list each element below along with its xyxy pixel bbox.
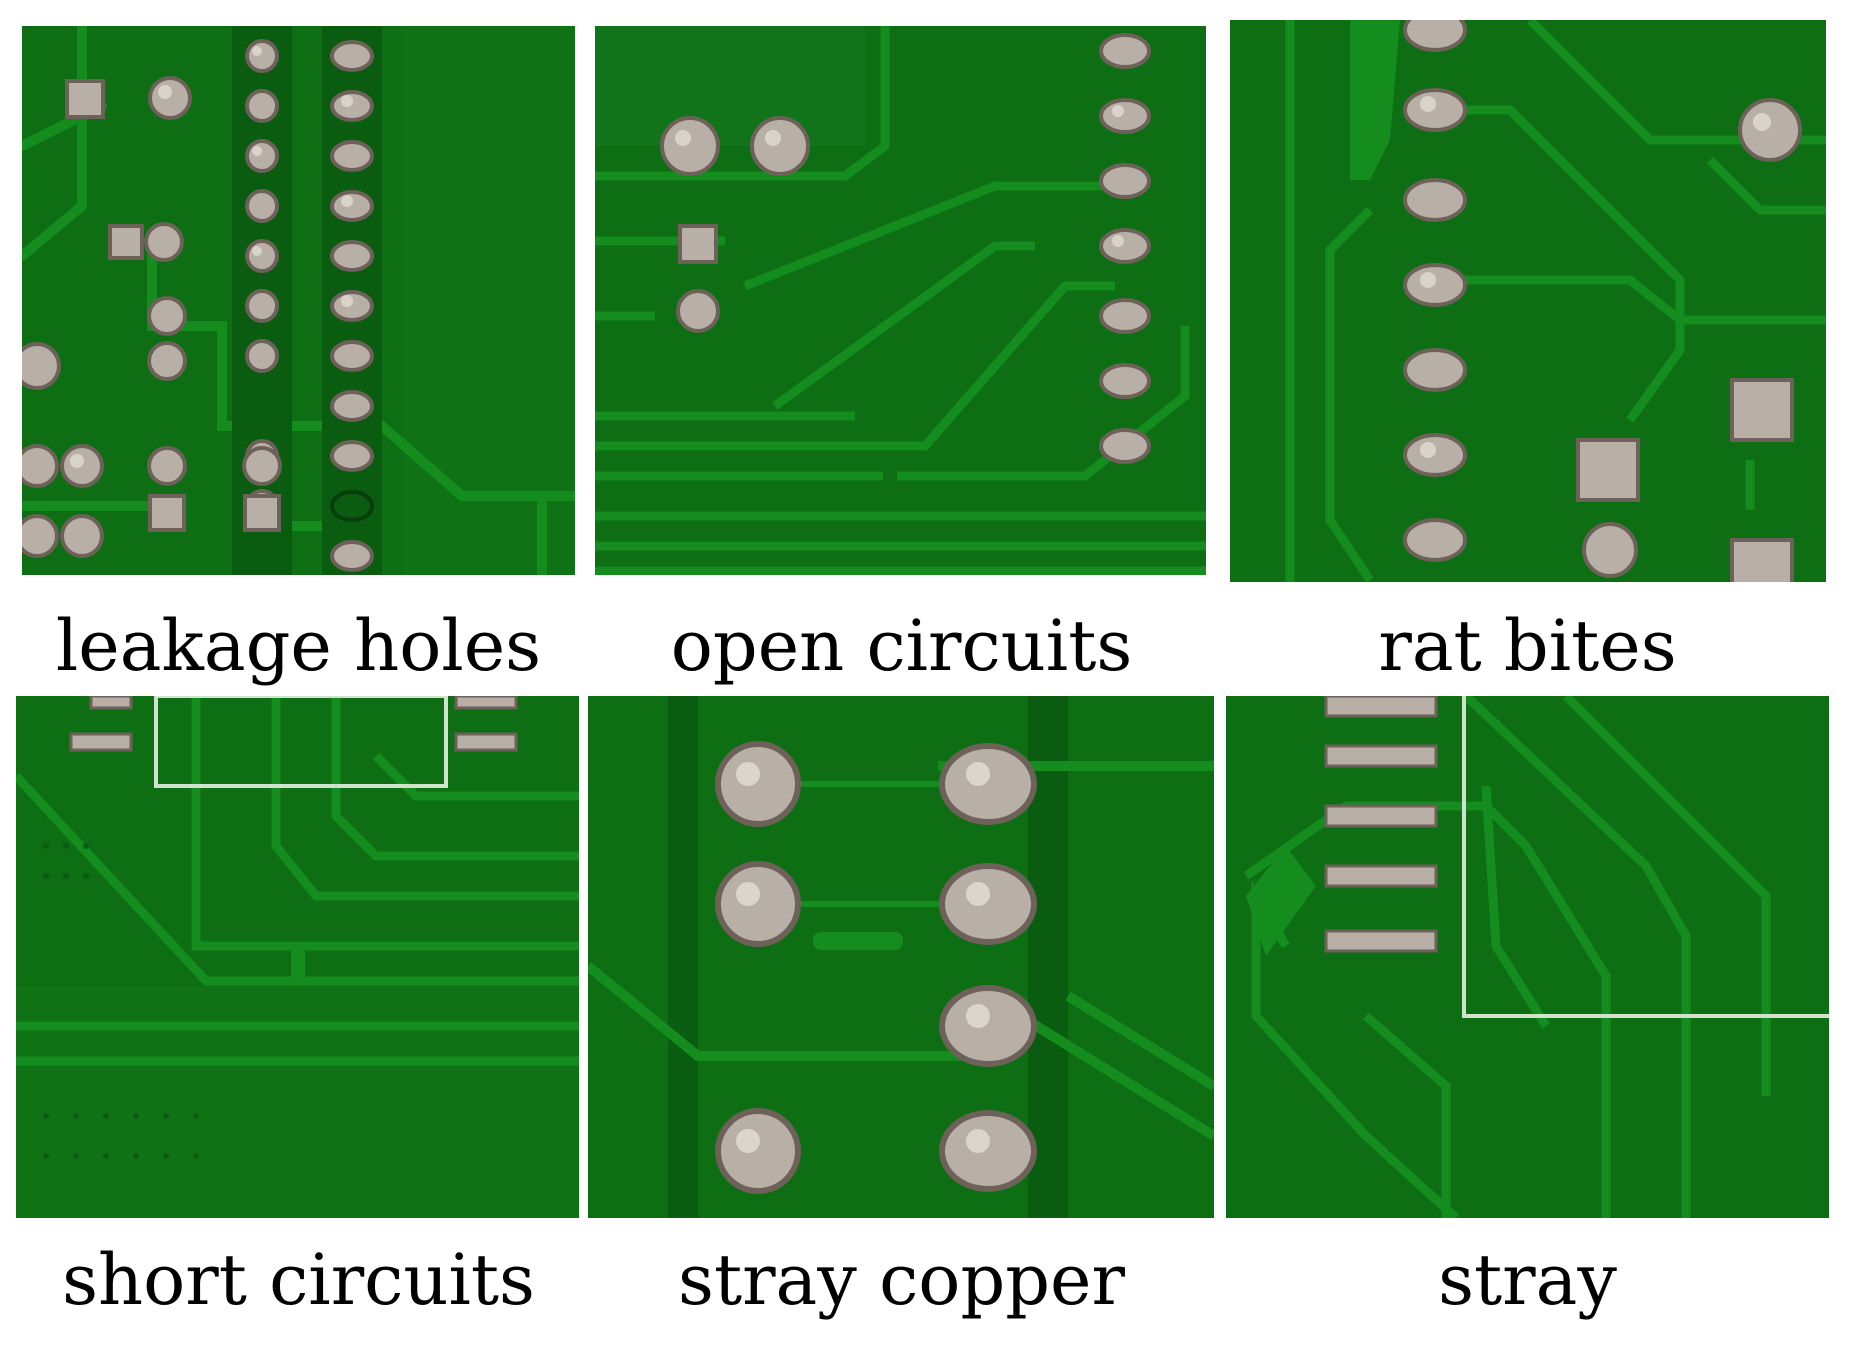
- label-open-circuits: open circuits: [670, 605, 1133, 687]
- label-stray: stray: [1438, 1239, 1617, 1321]
- panel-rat-bites: [1230, 20, 1826, 582]
- label-rat-bites: rat bites: [1378, 605, 1677, 687]
- pad-row: [22, 39, 374, 572]
- panel-open-circuits: [595, 26, 1206, 575]
- pcb-image-leakage-holes: [22, 26, 575, 575]
- pcb-image-stray-copper: [588, 696, 1214, 1218]
- pcb-image-open-circuits: [595, 26, 1206, 575]
- label-leakage-holes: leakage holes: [55, 605, 542, 687]
- panel-stray: [1226, 696, 1829, 1218]
- label-stray-copper: stray copper: [678, 1239, 1125, 1321]
- panel-leakage-holes: [22, 26, 575, 575]
- defect-bridge: [291, 946, 305, 981]
- pcb-image-short-circuits: [16, 696, 579, 1218]
- panel-stray-copper: [588, 696, 1214, 1218]
- defect-missing-hole: [330, 490, 374, 522]
- panel-short-circuits: [16, 696, 579, 1218]
- defect-stray-blob: [1246, 846, 1316, 956]
- silkscreen-outline: [154, 696, 448, 788]
- defect-bitten-edge: [1350, 20, 1400, 180]
- pcb-image-rat-bites: [1230, 20, 1826, 582]
- label-short-circuits: short circuits: [62, 1239, 535, 1321]
- pcb-image-stray: [1226, 696, 1829, 1218]
- silkscreen-outline: [1462, 696, 1829, 1018]
- defect-trace-gap: [883, 466, 897, 486]
- defect-stray-copper: [813, 932, 903, 950]
